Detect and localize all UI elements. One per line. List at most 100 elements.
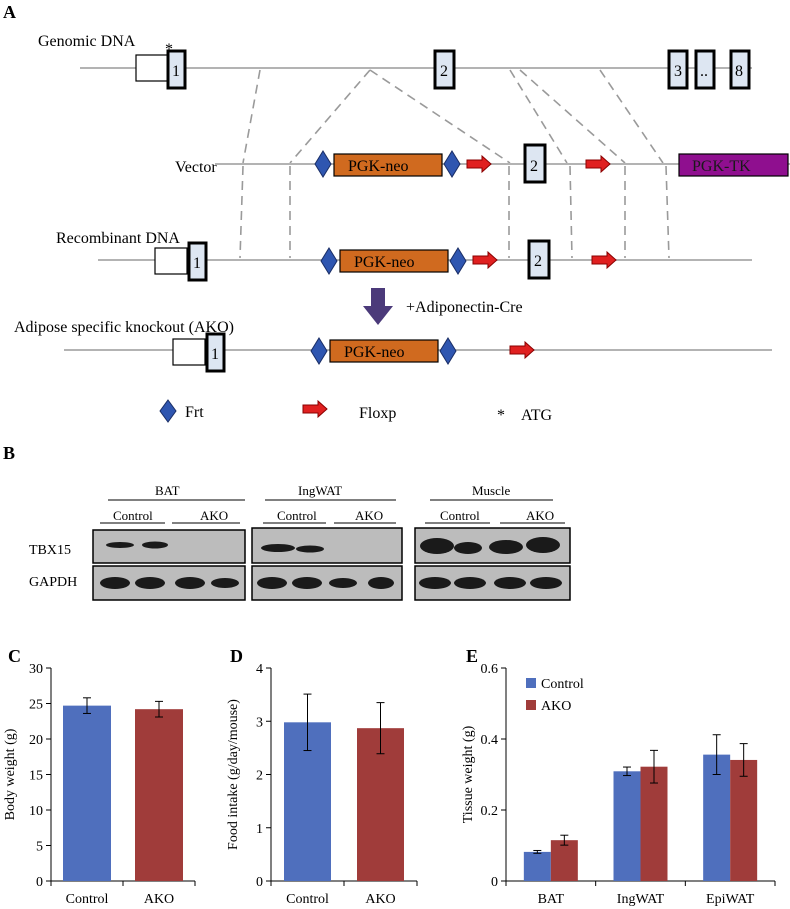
frt-site bbox=[310, 337, 328, 365]
floxp-arrow bbox=[585, 154, 611, 174]
ako-pgk-neo bbox=[329, 339, 439, 363]
legend-frt-icon bbox=[159, 399, 177, 423]
homology-line bbox=[665, 165, 670, 259]
bar bbox=[640, 766, 668, 881]
blot-band bbox=[530, 577, 562, 589]
y-tick-label: 0.6 bbox=[481, 662, 499, 677]
blot-ingwat-ako: AKO bbox=[355, 508, 383, 523]
legend-swatch bbox=[526, 700, 536, 710]
blot-band bbox=[100, 577, 130, 589]
y-axis-title: Body weight (g) bbox=[3, 728, 18, 820]
vector-pgk-tk-label: PGK-TK bbox=[692, 158, 751, 175]
genomic-exon-8-label: 8 bbox=[735, 63, 743, 80]
legend-floxp-icon bbox=[302, 399, 328, 419]
blot-band bbox=[106, 542, 134, 548]
panel-label-d: D bbox=[230, 646, 243, 666]
x-tick-label: Control bbox=[286, 892, 329, 907]
vector-label: Vector bbox=[175, 159, 217, 176]
recombinant-exon-1 bbox=[187, 241, 208, 282]
vector-pgk-tk bbox=[678, 153, 789, 177]
legend-atg-label: ATG bbox=[521, 407, 553, 424]
ako-label: Adipose specific knockout (AKO) bbox=[14, 319, 234, 336]
blot-band bbox=[142, 541, 168, 549]
y-tick-label: 0.4 bbox=[481, 733, 499, 748]
floxp-arrow bbox=[466, 154, 492, 174]
y-tick-label: 3 bbox=[256, 715, 263, 730]
bar bbox=[703, 754, 731, 881]
legend-label: Control bbox=[541, 677, 584, 692]
genomic-exon-8 bbox=[729, 49, 751, 90]
blot-band bbox=[454, 577, 486, 589]
frt-site bbox=[449, 247, 467, 275]
genomic-exon-1-label: 1 bbox=[172, 63, 180, 80]
blot-band bbox=[257, 577, 287, 589]
homology-line bbox=[289, 69, 371, 164]
y-axis-title: Food intake (g/day/mouse) bbox=[226, 699, 241, 850]
blot-band bbox=[454, 542, 482, 554]
blot-group-muscle: Muscle bbox=[472, 483, 511, 498]
recombinant-pgk-neo bbox=[339, 249, 449, 273]
frt-site bbox=[314, 150, 332, 178]
y-tick-label: 20 bbox=[29, 733, 43, 748]
homology-line bbox=[569, 165, 573, 259]
blot-band bbox=[420, 538, 454, 554]
genomic-exon-dots bbox=[694, 49, 716, 90]
vector-pgk-neo-label: PGK-neo bbox=[348, 158, 408, 175]
blot-muscle-ako: AKO bbox=[526, 508, 554, 523]
recombinant-pgk-neo-label: PGK-neo bbox=[354, 254, 414, 271]
recombinant-exon-1-label: 1 bbox=[193, 255, 201, 272]
genomic-exon-dots-label: .. bbox=[700, 63, 708, 80]
x-tick-label: IngWAT bbox=[617, 892, 665, 907]
y-tick-label: 2 bbox=[256, 769, 263, 784]
frt-site bbox=[320, 247, 338, 275]
x-tick-label: AKO bbox=[365, 892, 395, 907]
genomic-exon-3-label: 3 bbox=[674, 63, 682, 80]
y-tick-label: 0 bbox=[491, 875, 498, 890]
atg-asterisk: * bbox=[165, 41, 173, 58]
panel-label-b: B bbox=[3, 443, 15, 463]
floxp-arrow bbox=[591, 250, 617, 270]
vector-pgk-neo bbox=[333, 153, 443, 177]
blot-row-gapdh: GAPDH bbox=[29, 575, 77, 590]
blot-bat-control: Control bbox=[113, 508, 153, 523]
recombinant-exon-2 bbox=[527, 239, 551, 280]
legend-frt-label: Frt bbox=[185, 404, 204, 421]
recombinant-dna-label: Recombinant DNA bbox=[56, 230, 180, 247]
genomic-promoter bbox=[135, 54, 169, 82]
homology-line bbox=[242, 69, 261, 164]
x-tick-label: EpiWAT bbox=[706, 892, 755, 907]
y-tick-label: 25 bbox=[29, 698, 43, 713]
floxp-arrow bbox=[472, 250, 498, 270]
blot-band bbox=[489, 540, 523, 554]
y-tick-label: 15 bbox=[29, 769, 43, 784]
blot-group-bat: BAT bbox=[155, 483, 180, 498]
ako-exon-1 bbox=[205, 332, 226, 373]
cre-label: +Adiponectin-Cre bbox=[406, 299, 523, 316]
x-tick-label: Control bbox=[66, 892, 109, 907]
x-tick-label: BAT bbox=[538, 892, 565, 907]
blot-muscle-control: Control bbox=[440, 508, 480, 523]
y-tick-label: 10 bbox=[29, 804, 43, 819]
blot-band bbox=[135, 577, 165, 589]
genomic-dna-label: Genomic DNA bbox=[38, 33, 136, 50]
bar bbox=[63, 705, 111, 881]
bar bbox=[550, 840, 578, 881]
legend-floxp-label: Floxp bbox=[359, 405, 396, 422]
ako-pgk-neo-label: PGK-neo bbox=[344, 344, 404, 361]
homology-line bbox=[509, 69, 568, 164]
panel-label-e: E bbox=[466, 646, 478, 666]
floxp-arrow bbox=[509, 340, 535, 360]
bar bbox=[613, 771, 641, 881]
blot-band bbox=[292, 577, 322, 589]
homology-line bbox=[369, 69, 511, 164]
y-tick-label: 0 bbox=[256, 875, 263, 890]
homology-line bbox=[599, 69, 664, 164]
y-tick-label: 5 bbox=[36, 840, 43, 855]
recombinant-exon-2-label: 2 bbox=[534, 253, 542, 270]
blot-band bbox=[494, 577, 526, 589]
bar bbox=[730, 759, 758, 881]
